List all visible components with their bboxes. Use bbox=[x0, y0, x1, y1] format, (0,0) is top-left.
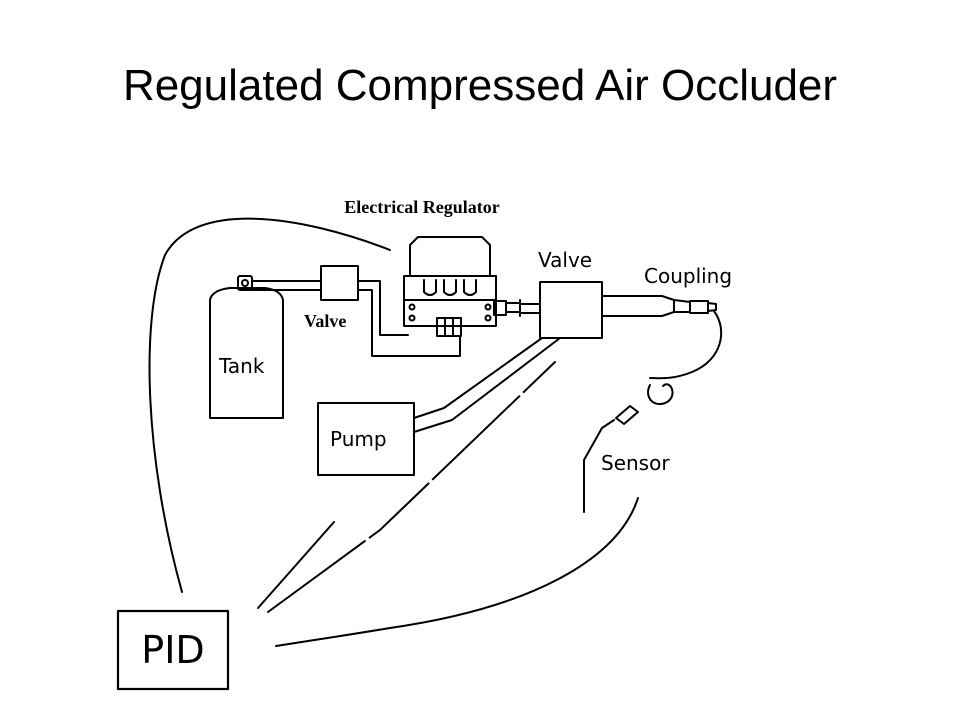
pid-to-pump-wire bbox=[257, 521, 335, 609]
second-valve bbox=[539, 281, 603, 339]
electrical-regulator bbox=[403, 236, 521, 337]
pump bbox=[317, 402, 415, 476]
tank-label: Tank bbox=[218, 354, 265, 378]
pump-label: Pump bbox=[330, 427, 387, 451]
second-valve-label: Valve bbox=[538, 248, 592, 272]
valve-to-regulator-pipe-outer bbox=[357, 280, 409, 336]
coupling-to-cuff-tube bbox=[649, 310, 723, 380]
pid-to-valve-wire bbox=[267, 361, 556, 613]
slide-title: Regulated Compressed Air Occluder bbox=[122, 61, 838, 110]
cuff bbox=[647, 383, 674, 406]
first-valve-label: Valve bbox=[304, 311, 346, 331]
pid-label: PID bbox=[141, 628, 204, 672]
first-valve bbox=[320, 265, 359, 301]
pid-box bbox=[116, 609, 230, 691]
pid-to-regulator-wire bbox=[148, 217, 391, 593]
sensor bbox=[583, 405, 639, 513]
coupling bbox=[601, 295, 717, 317]
tank bbox=[209, 275, 284, 419]
coupling-label: Coupling bbox=[644, 264, 732, 288]
sensor-to-pid-wire bbox=[275, 497, 639, 647]
pump-to-valve-hose-top bbox=[413, 337, 543, 419]
pump-to-valve-hose-bottom bbox=[413, 337, 561, 433]
valve-to-regulator-pipe-inner bbox=[357, 289, 461, 357]
electrical-regulator-label: Electrical Regulator bbox=[344, 197, 499, 217]
sensor-label: Sensor bbox=[601, 451, 670, 475]
